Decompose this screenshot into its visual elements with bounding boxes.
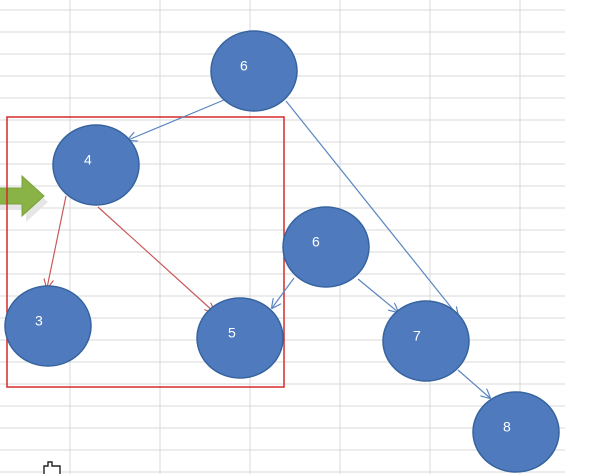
- node-circle: [282, 206, 370, 288]
- node-n8: 8: [472, 391, 560, 473]
- node-circle: [52, 124, 140, 206]
- edge-n7-n8: [457, 369, 490, 398]
- edge-n6a-n4: [128, 99, 225, 140]
- node-circle: [4, 285, 92, 367]
- node-label: 3: [35, 313, 43, 329]
- node-circle: [196, 297, 284, 379]
- node-n6a: 6: [210, 30, 298, 112]
- node-n7: 7: [382, 300, 470, 382]
- nodes-layer: 6 4 6 3 5 7 8: [4, 30, 560, 473]
- pointer-arrow-icon: [0, 174, 48, 222]
- node-label: 6: [312, 234, 320, 250]
- node-n4: 4: [52, 124, 140, 206]
- node-label: 6: [240, 58, 248, 74]
- node-label: 7: [413, 328, 421, 344]
- node-n3: 3: [4, 285, 92, 367]
- node-circle: [382, 300, 470, 382]
- node-label: 8: [503, 419, 511, 435]
- edge-n4-n3: [47, 195, 67, 288]
- node-circle: [210, 30, 298, 112]
- node-label: 4: [84, 152, 92, 168]
- page-margin: [565, 0, 589, 474]
- spreadsheet-grid: [0, 0, 565, 474]
- node-n6b: 6: [282, 206, 370, 288]
- edge-n6b-n5: [272, 277, 295, 308]
- edge-n6a-n7: [285, 100, 458, 316]
- edges-layer: [47, 99, 490, 398]
- edge-n4-n5: [97, 206, 214, 312]
- mouse-cursor-icon: [43, 461, 61, 474]
- node-n5: 5: [196, 297, 284, 379]
- node-circle: [472, 391, 560, 473]
- node-label: 5: [228, 325, 236, 341]
- edge-n6b-n7: [357, 278, 398, 312]
